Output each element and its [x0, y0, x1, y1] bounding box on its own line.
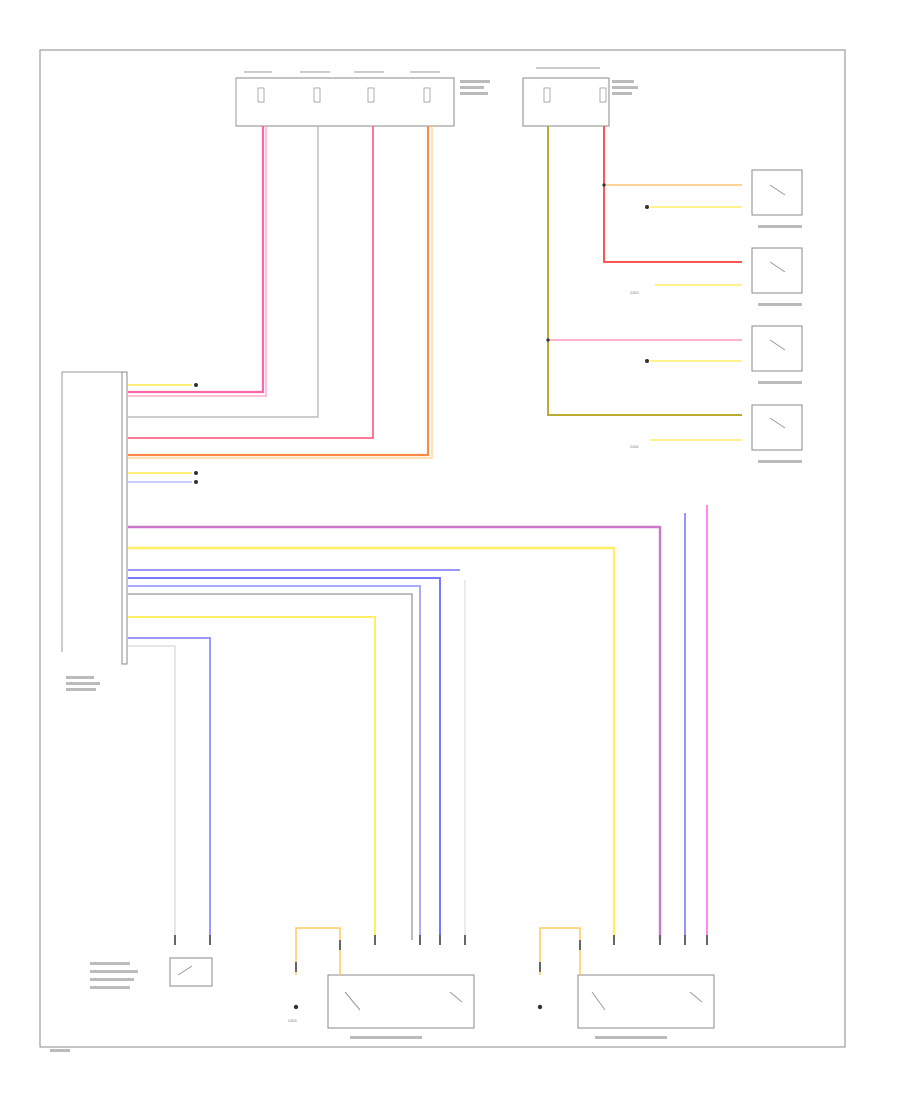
ground-label-driver-switch: G303: [630, 291, 639, 295]
wires-lower: [128, 505, 708, 940]
wire-pink: [128, 126, 265, 394]
ground-label-passenger-switch: G304: [630, 445, 639, 449]
switch-passenger-front: [751, 325, 803, 372]
splice-3: [194, 480, 198, 484]
wire-red-right: [603, 126, 742, 263]
wire-yellow-b: [128, 616, 376, 940]
splice-1: [194, 383, 198, 387]
stub-wires: [128, 383, 198, 484]
wire-blue-c: [128, 585, 421, 940]
wire-gray-b: [128, 593, 413, 940]
fuse-3: [367, 87, 375, 103]
ground-label-left-lock: G303: [288, 1019, 297, 1023]
left-rear-door-lock: [293, 927, 475, 1029]
fuse-block-rear: [522, 67, 610, 127]
connector-ticks: [174, 935, 708, 972]
wire-blue-b: [128, 577, 441, 940]
wire-blue-d: [128, 637, 211, 940]
fuse-2: [313, 87, 321, 103]
wire-white: [128, 645, 176, 940]
bottom-left-switch: [169, 957, 213, 987]
switch-driver-rear: [751, 247, 803, 294]
wire-pink-b: [128, 126, 267, 397]
wire-orange: [128, 126, 430, 457]
wires-top: [128, 126, 433, 459]
wire-tan: [128, 126, 433, 459]
wires-right: [546, 126, 742, 441]
fuse-block-front: [235, 71, 455, 127]
wire-yellow: [128, 546, 616, 940]
wire-olive: [547, 126, 742, 416]
splice-2: [194, 471, 198, 475]
wire-red-pink: [128, 126, 374, 439]
central-module-connector: [61, 371, 128, 665]
right-rear-door-lock: [537, 927, 715, 1029]
wire-gray: [128, 126, 319, 418]
wire-violet: [128, 525, 662, 940]
fuse-4: [423, 87, 431, 103]
switch-driver-front: [751, 169, 803, 216]
fuse-1: [257, 87, 265, 103]
illegible-label-marks: [50, 80, 802, 1052]
diagram-frame: [39, 49, 846, 1048]
switch-passenger-rear: [751, 404, 803, 451]
